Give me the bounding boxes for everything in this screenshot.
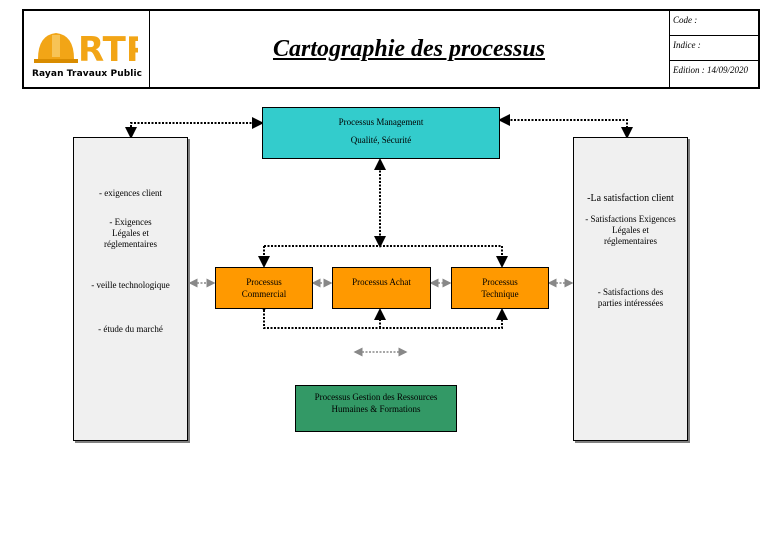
- technique-process-box: Processus Technique: [451, 267, 549, 309]
- inputs-panel: - exigences client - Exigences Légales e…: [73, 137, 188, 441]
- output-item-3a: - Satisfactions des: [597, 287, 664, 297]
- achat-process-box: Processus Achat: [332, 267, 431, 309]
- outputs-panel: -La satisfaction client - Satisfactions …: [573, 137, 688, 441]
- connector-bottom-bar: [258, 300, 508, 329]
- output-item-1: -La satisfaction client: [587, 193, 674, 204]
- edition-field: Edition : 14/09/2020: [673, 65, 748, 75]
- meta-cell: Code : Indice : Edition : 14/09/2020: [670, 11, 758, 87]
- commercial-line2: Commercial: [241, 289, 287, 299]
- rh-line1: Processus Gestion des Ressources: [314, 392, 438, 402]
- management-line1: Processus Management: [338, 117, 424, 127]
- input-item-4: - étude du marché: [98, 324, 163, 334]
- technique-line2: Technique: [481, 289, 519, 299]
- input-item-3: - veille technologique: [91, 280, 170, 290]
- output-item-2b: Légales et: [612, 225, 649, 235]
- input-item-1: - exigences client: [99, 188, 162, 198]
- output-item-2c: réglementaires: [604, 236, 657, 246]
- logo-letters: RTP: [78, 30, 138, 67]
- rh-line2: Humaines & Formations: [331, 404, 421, 414]
- input-item-2b: Légales et: [112, 228, 149, 238]
- page-title: Cartographie des processus: [272, 35, 546, 62]
- connector-mgmt-left: [125, 117, 264, 139]
- input-item-2a: - Exigences: [109, 217, 152, 227]
- company-name: Rayan Travaux Public: [32, 69, 143, 79]
- logo-cell: RTP Rayan Travaux Public: [24, 11, 150, 87]
- document-header: RTP Rayan Travaux Public Cartographie de…: [22, 9, 760, 89]
- indice-field: Indice :: [670, 36, 758, 61]
- commercial-process-box: Processus Commercial: [215, 267, 313, 309]
- company-logo: RTP: [34, 30, 138, 67]
- management-line2: Qualité, Sécurité: [350, 135, 412, 145]
- output-item-3b: parties intéressées: [597, 298, 664, 308]
- title-cell: Cartographie des processus: [149, 11, 670, 87]
- management-process-box: Processus Management Qualité, Sécurité: [262, 107, 500, 159]
- technique-line1: Processus: [482, 277, 518, 287]
- achat-line1: Processus Achat: [352, 277, 411, 287]
- connector-mgmt-right: [498, 114, 633, 139]
- output-item-2a: - Satisfactions Exigences: [585, 214, 676, 224]
- input-item-2c: réglementaires: [104, 239, 157, 249]
- code-field: Code :: [670, 11, 758, 36]
- commercial-line1: Processus: [246, 277, 282, 287]
- rh-process-box: Processus Gestion des Ressources Humaine…: [295, 385, 457, 432]
